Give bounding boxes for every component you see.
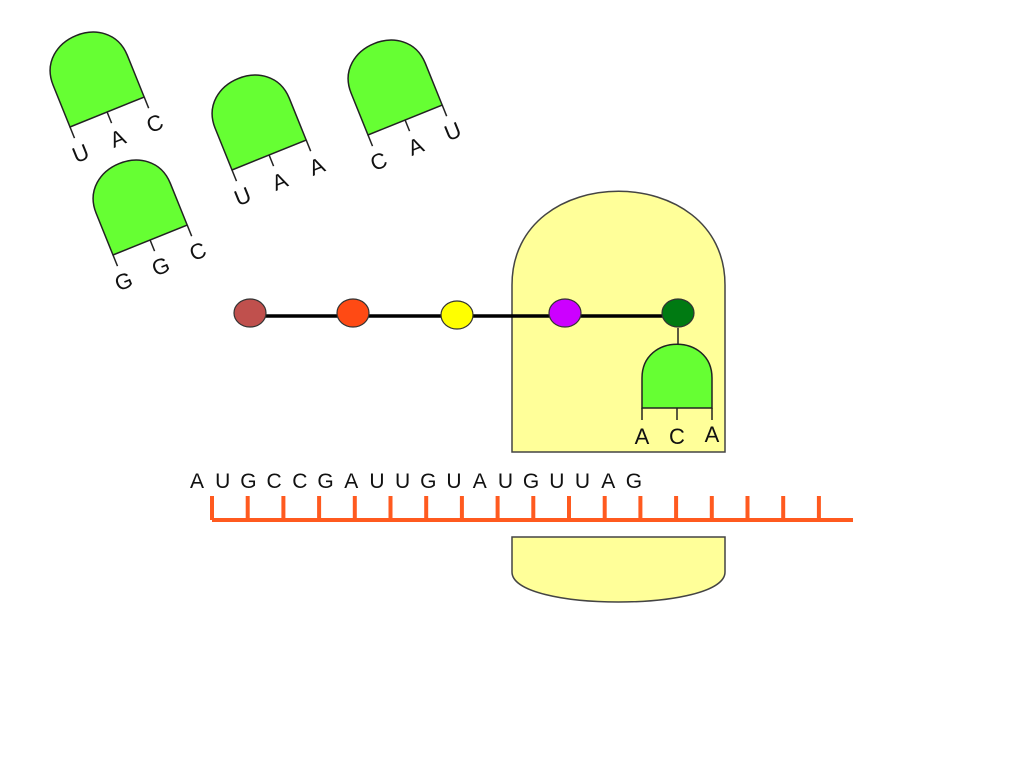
trna-base-stem bbox=[143, 96, 150, 109]
mrna-base: U bbox=[395, 470, 410, 493]
amino-acid bbox=[336, 298, 370, 328]
free-trna: U A A bbox=[211, 74, 329, 211]
mrna-base: G bbox=[240, 470, 256, 493]
anticodon-base: C bbox=[143, 109, 167, 138]
mrna-base: U bbox=[369, 470, 384, 493]
trna-body bbox=[49, 31, 146, 128]
amino-acid bbox=[548, 298, 582, 328]
trna-base-stem bbox=[149, 239, 156, 252]
trna-base-stem bbox=[268, 154, 275, 167]
trna-base-stem bbox=[69, 126, 76, 139]
mrna-base: U bbox=[498, 470, 513, 493]
amino-acid bbox=[233, 298, 267, 328]
mrna-base: A bbox=[473, 470, 487, 493]
anticodon-base: C bbox=[186, 237, 210, 266]
anticodon-base: U bbox=[231, 182, 255, 211]
anticodon-base: A bbox=[404, 132, 427, 161]
trna-base-stem bbox=[305, 139, 312, 152]
anticodon-base: A bbox=[106, 124, 129, 153]
ribosome-small-subunit bbox=[511, 536, 726, 603]
mrna-base: A bbox=[344, 470, 358, 493]
trna-base-stem bbox=[112, 254, 119, 267]
amino-acid bbox=[440, 300, 474, 330]
free-trna: G G C bbox=[92, 159, 210, 297]
anticodon-base: A bbox=[268, 167, 291, 196]
trna-base-stem bbox=[441, 104, 448, 117]
mrna-base: A bbox=[601, 470, 615, 493]
anticodon-base: C bbox=[367, 147, 391, 176]
trna-body bbox=[347, 39, 444, 136]
anticodon-base: U bbox=[441, 117, 465, 146]
trna-body bbox=[92, 159, 189, 256]
trna-body bbox=[641, 343, 713, 409]
mrna-base: G bbox=[523, 470, 539, 493]
free-trna: U A C bbox=[49, 31, 167, 168]
trna-base-stem bbox=[367, 134, 374, 147]
anticodon-base: A bbox=[305, 152, 328, 181]
mrna-base: U bbox=[549, 470, 564, 493]
mrna-base: G bbox=[420, 470, 436, 493]
mrna-base: U bbox=[446, 470, 461, 493]
trna-base-stem bbox=[231, 169, 238, 182]
trna-base-stem bbox=[404, 119, 411, 132]
mrna-base: G bbox=[317, 470, 333, 493]
mrna-base: C bbox=[292, 470, 307, 493]
ribosome-large-subunit bbox=[511, 190, 726, 453]
bound-trna: A C A bbox=[635, 328, 720, 449]
anticodon-base: G bbox=[111, 267, 136, 297]
mrna-base: C bbox=[267, 470, 282, 493]
mrna-base: G bbox=[626, 470, 642, 493]
anticodon-base: G bbox=[148, 252, 173, 282]
anticodon-base: A bbox=[635, 424, 650, 449]
trna-body bbox=[211, 74, 308, 171]
mrna-base: U bbox=[575, 470, 590, 493]
mrna-base: U bbox=[215, 470, 230, 493]
trna-base-stem bbox=[186, 224, 193, 237]
anticodon-base: A bbox=[705, 422, 720, 447]
anticodon-base: U bbox=[69, 139, 93, 168]
anticodon-base: C bbox=[669, 424, 685, 449]
amino-acid bbox=[661, 298, 695, 328]
trna-base-stem bbox=[106, 111, 113, 124]
free-trna: C A U bbox=[347, 39, 465, 176]
mrna-base: A bbox=[190, 470, 204, 493]
peptide-chain bbox=[233, 298, 695, 330]
